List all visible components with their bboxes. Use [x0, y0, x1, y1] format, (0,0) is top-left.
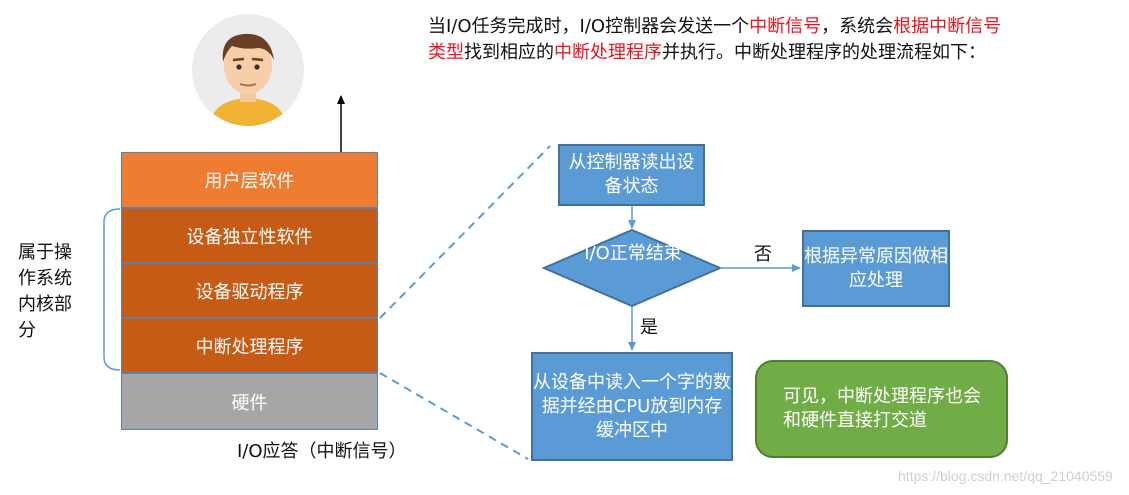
kernel-brace	[103, 208, 121, 371]
intro-text-4: 并执行。中断处理程序的处理流程如下：	[662, 42, 986, 63]
intro-paragraph: 当I/O任务完成时，I/O控制器会发送一个中断信号，系统会根据中断信号类型找到相…	[428, 14, 1008, 66]
layer-user-software: 用户层软件	[121, 152, 378, 208]
layer-hardware: 硬件	[121, 373, 378, 430]
kernel-label: 属于操作系统内核部分	[18, 242, 72, 341]
flow-read-status-box: 从控制器读出设备状态	[558, 144, 705, 206]
zoom-line-top	[379, 145, 551, 319]
layer-device-independent-software: 设备独立性软件	[121, 208, 378, 263]
intro-text-1: 当I/O任务完成时，I/O控制器会发送一个	[428, 16, 750, 37]
flow-decision-label: I/O正常结束	[584, 243, 682, 264]
zoom-line-bottom	[379, 372, 529, 460]
watermark: https://blog.csdn.net/qq_21040559	[898, 468, 1113, 484]
note-callout: 可见，中断处理程序也会和硬件直接打交道	[755, 360, 1008, 458]
intro-text-3: 找到相应的	[464, 42, 554, 63]
flow-yes-label: 是	[640, 317, 658, 338]
io-answer-label: I/O应答（中断信号）	[237, 441, 407, 462]
layer-device-driver: 设备驱动程序	[121, 263, 378, 318]
person-avatar-icon	[192, 14, 304, 126]
flow-copy-data-box: 从设备中读入一个字的数据并经由CPU放到内存缓冲区中	[531, 352, 733, 461]
flow-handle-error-box: 根据异常原因做相应处理	[802, 230, 950, 307]
flow-no-label: 否	[754, 244, 772, 265]
intro-highlight-signal-type: 根据中断信号类型	[428, 16, 1002, 63]
intro-text-2: ，系统会	[821, 16, 894, 37]
intro-highlight-interrupt-signal: 中断信号	[749, 16, 822, 37]
layer-interrupt-handler: 中断处理程序	[121, 318, 378, 373]
intro-highlight-handler: 中断处理程序	[554, 42, 662, 63]
